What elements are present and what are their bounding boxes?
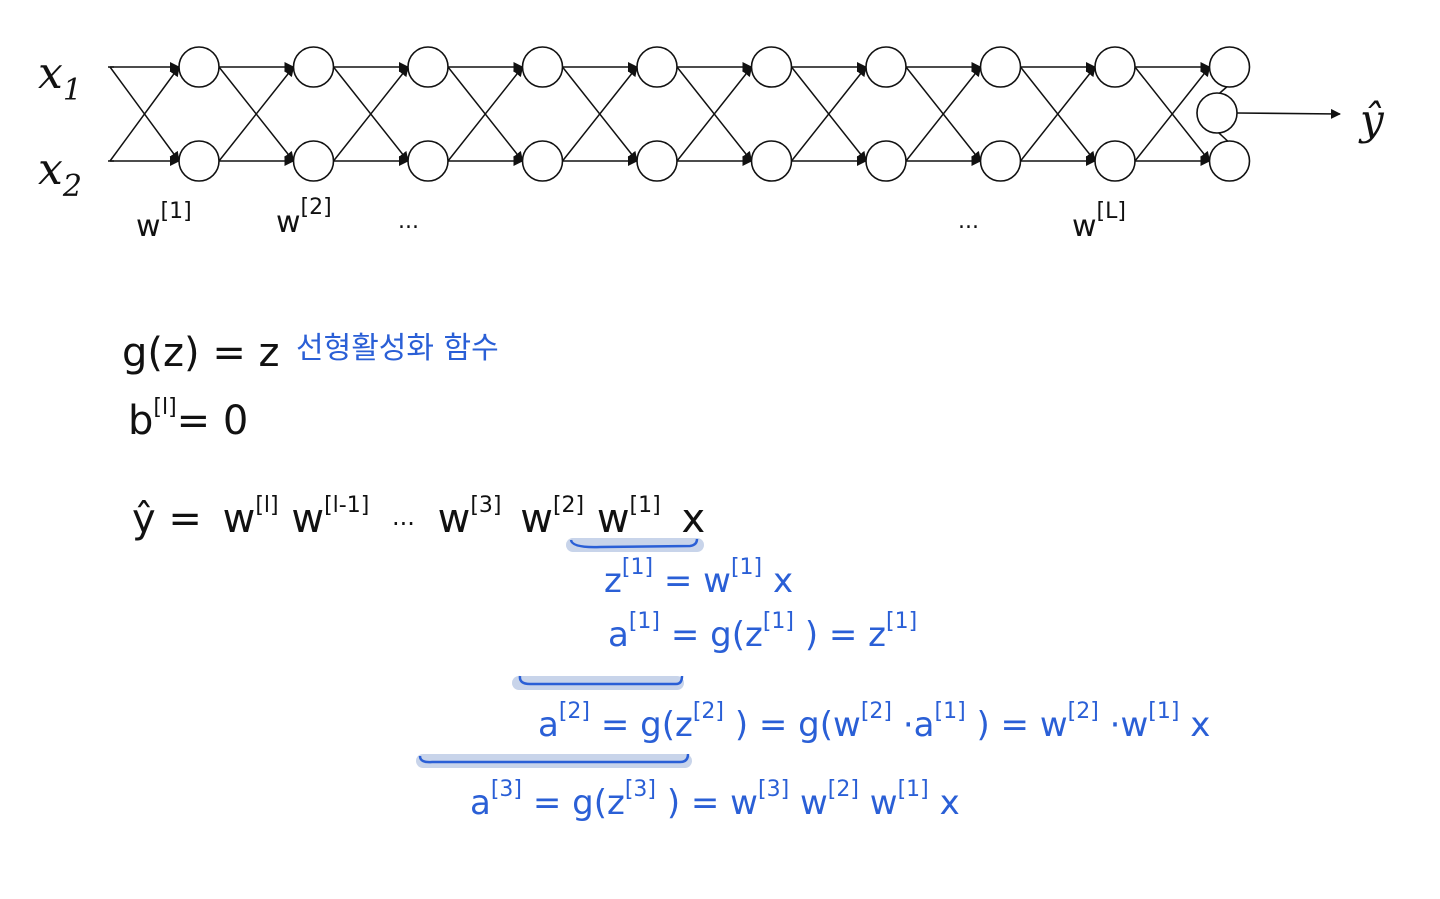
edge-l7-n2-to-l8-n1 <box>905 66 982 162</box>
notes-black: g(z) = z 선형활성화 함수 b[l]= 0 ŷ = w[l] w[l-1… <box>122 330 705 542</box>
node-l6-n1 <box>750 46 793 88</box>
network-edges <box>108 62 1251 166</box>
step-a1: a[1] = g(z[1] ) = z[1] <box>608 597 917 655</box>
output-yhat-label: ŷ <box>1358 95 1385 144</box>
weight-dots-left: ... <box>398 209 419 234</box>
edge-l4-n2-to-l5-n1 <box>561 66 638 162</box>
edge-l8-n2-to-l9-n1 <box>1019 66 1096 162</box>
node-l4-n2 <box>521 140 564 182</box>
highlight-underlines <box>416 538 704 768</box>
node-l6-n2 <box>750 140 793 182</box>
node-l7-n1 <box>865 46 907 88</box>
edge-input-2-to-l1-n1 <box>109 66 180 162</box>
node-l2-n2 <box>292 140 335 182</box>
node-l7-n2 <box>865 140 907 182</box>
edge-l9-n2-to-l10-n1 <box>1134 66 1211 162</box>
node-l2-n1 <box>292 46 335 88</box>
node-l9-n2 <box>1094 140 1136 182</box>
derivation-steps: z[1] = w[1] x a[1] = g(z[1] ) = z[1] a[2… <box>470 543 1210 823</box>
activation-note-korean: 선형활성화 함수 <box>296 331 499 366</box>
node-l5-n2 <box>636 140 678 182</box>
input-x2-label: x2 <box>38 144 82 204</box>
node-l8-n2 <box>979 140 1022 182</box>
node-l3-n2 <box>407 140 449 182</box>
edge-l3-n2-to-l4-n1 <box>447 66 524 162</box>
activation-equation: g(z) = z <box>122 330 280 376</box>
weight-label-w2: w[2] <box>276 195 332 240</box>
input-x1-label: x1 <box>38 48 82 108</box>
step-a3: a[3] = g(z[3] ) = w[3] w[2] w[1] x <box>470 765 960 823</box>
node-l3-n1 <box>407 46 449 88</box>
node-l5-n1 <box>636 46 678 88</box>
edge-l6-n2-to-l7-n1 <box>790 66 867 162</box>
highlight-under-w1x <box>566 538 704 552</box>
node-l4-n1 <box>521 46 564 88</box>
bias-equation: b[l]= 0 <box>128 395 248 444</box>
edge-l1-n2-to-l2-n1 <box>218 66 295 162</box>
output-arrow <box>1236 108 1341 119</box>
node-l9-n1 <box>1094 46 1136 88</box>
underline-w1x <box>569 538 699 549</box>
underline-step4 <box>418 753 690 764</box>
neural-network-diagram: x1 x2 ŷ w[1] w[2] ... ... w[L] <box>38 46 1385 244</box>
node-l8-n1 <box>979 46 1022 88</box>
edge-l2-n2-to-l3-n1 <box>332 66 409 162</box>
node-l1-n1 <box>178 46 220 88</box>
underline-step3 <box>518 675 684 686</box>
step-z1: z[1] = w[1] x <box>604 543 793 601</box>
output-node <box>1196 92 1238 134</box>
step-a2: a[2] = g(z[2] ) = g(w[2] ·a[1] ) = w[2] … <box>538 687 1210 745</box>
network-nodes <box>178 46 1251 182</box>
node-l1-n2 <box>178 140 220 182</box>
node-l10-n1 <box>1208 46 1251 88</box>
weight-dots-right: ... <box>958 209 979 234</box>
yhat-equation: ŷ = w[l] w[l-1] ··· w[3] w[2] w[1] x <box>132 476 705 542</box>
weight-label-w1: w[1] <box>136 199 192 244</box>
weight-label-wL: w[L] <box>1072 199 1126 244</box>
edge-l5-n2-to-l6-n1 <box>676 66 753 162</box>
node-l10-n2 <box>1208 140 1251 182</box>
